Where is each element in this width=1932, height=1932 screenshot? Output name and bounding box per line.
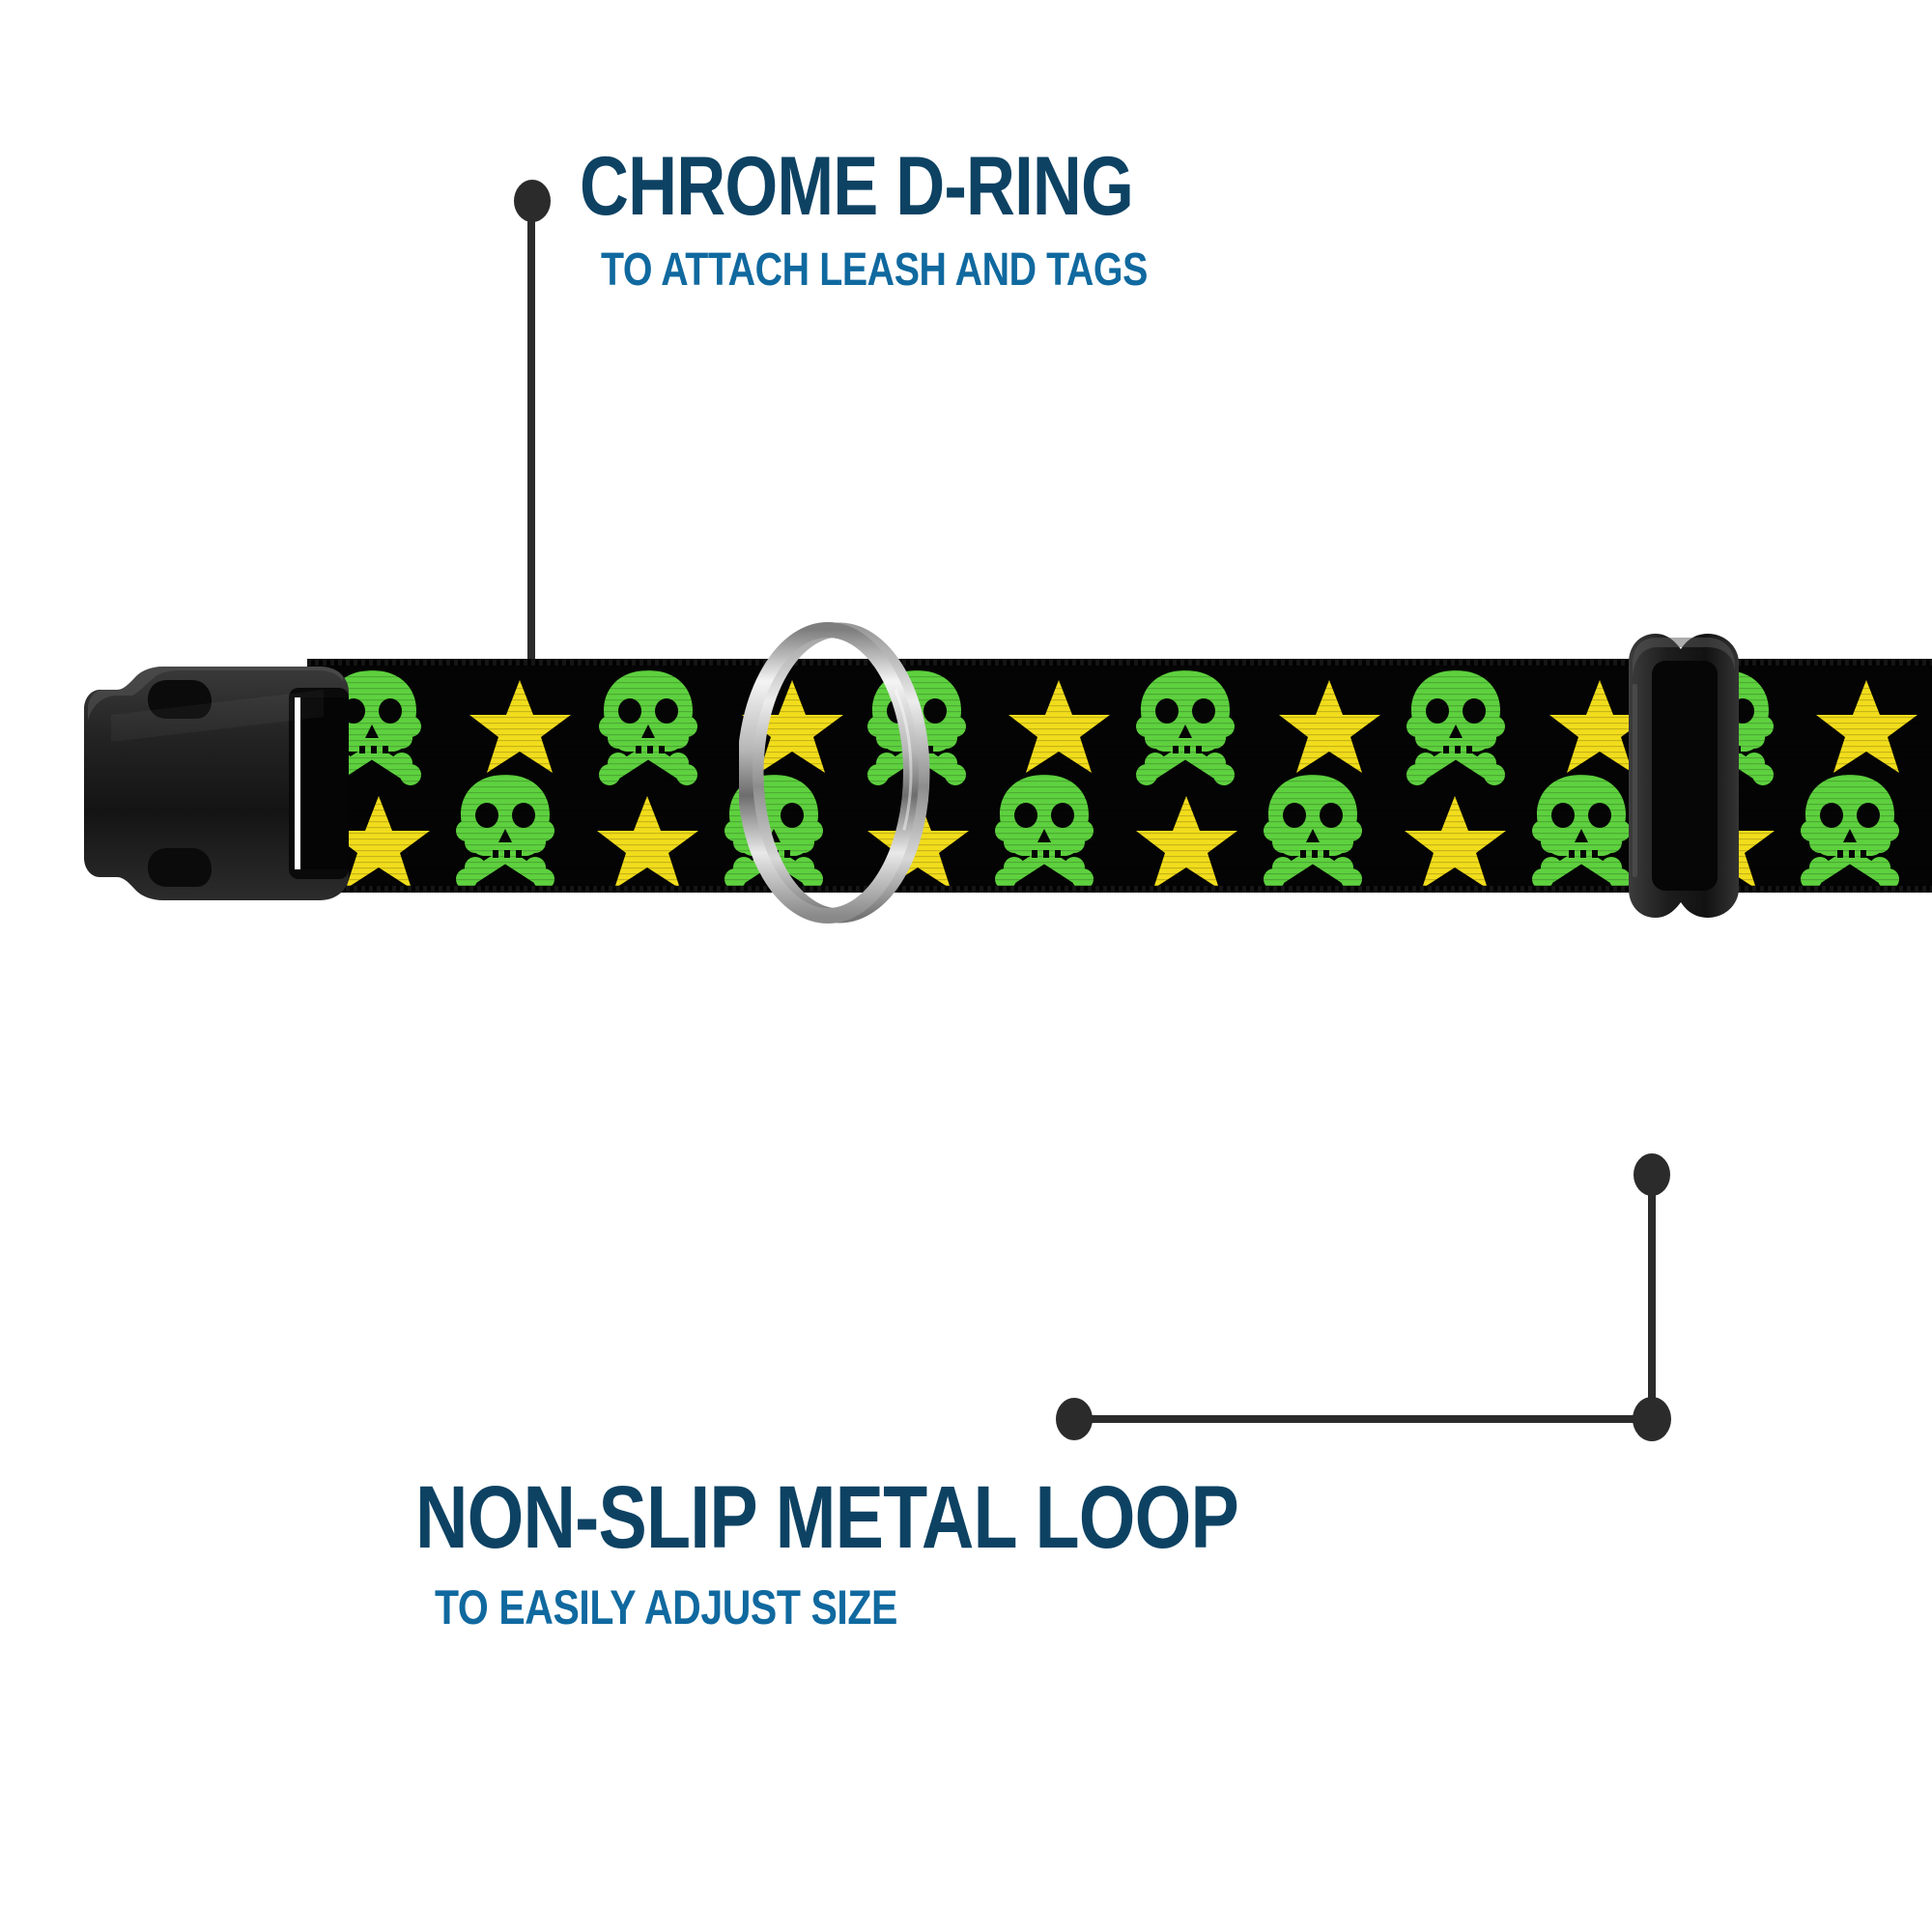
leader-line-bottom-horizontal [1072,1415,1652,1423]
chrome-d-ring [737,618,932,927]
callout-chrome-d-ring: CHROME D-RING TO ATTACH LEASH AND TAGS [580,145,1267,294]
callout-subtitle-chrome-d-ring: TO ATTACH LEASH AND TAGS [601,244,1148,296]
callout-title-chrome-d-ring: CHROME D-RING [580,140,1134,233]
callout-subtitle-non-slip-metal-loop: TO EASILY ADJUST SIZE [435,1580,897,1634]
leader-dot-bottom-end [1056,1398,1093,1440]
callout-non-slip-metal-loop: NON-SLIP METAL LOOP TO EASILY ADJUST SIZ… [415,1473,1419,1632]
dog-collar-product-image [0,618,1932,947]
leader-line-bottom-vertical [1648,1173,1656,1419]
slider-loop [1623,626,1758,925]
leader-line-top-vertical [527,198,535,768]
callout-title-non-slip-metal-loop: NON-SLIP METAL LOOP [415,1468,1239,1567]
side-release-buckle [82,628,420,937]
